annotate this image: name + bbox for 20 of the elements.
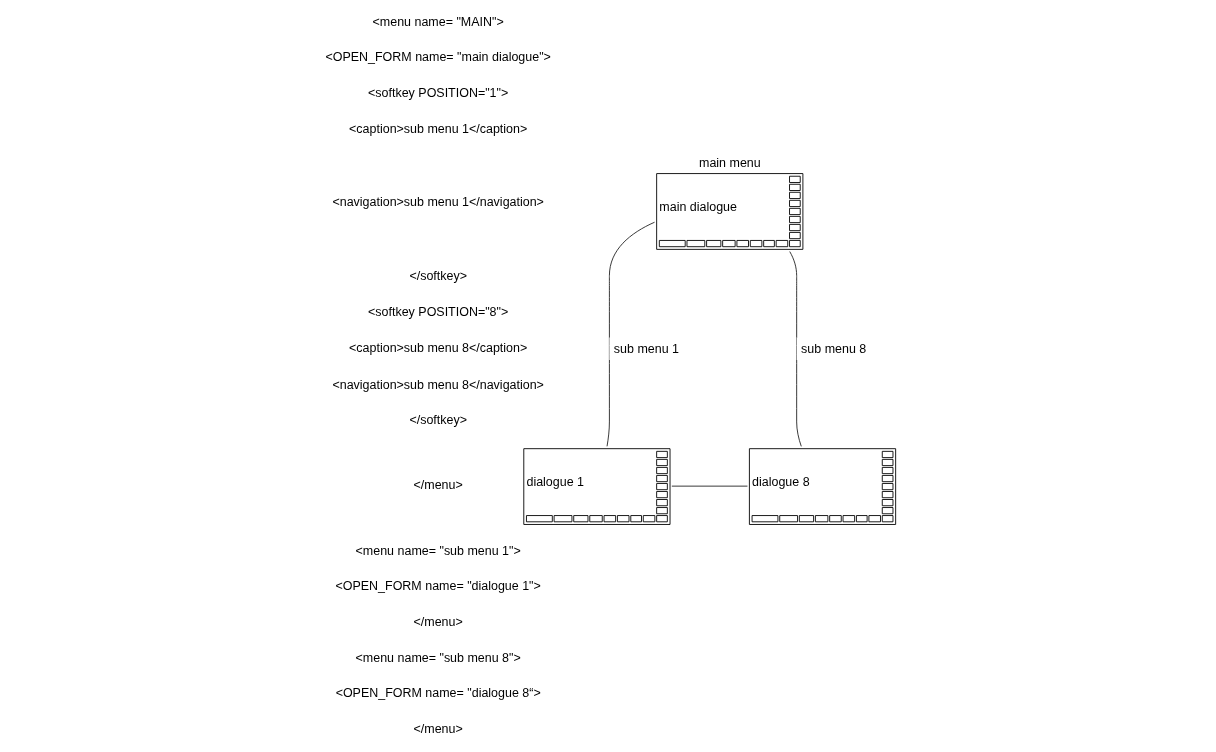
label: <OPEN_FORM name= "dialogue 8“> (335, 686, 541, 701)
label: </softkey> (408, 268, 467, 283)
label: <OPEN_FORM name= "main dialogue"> (324, 50, 551, 65)
node-label: main menu (698, 155, 761, 170)
label: </menu> (413, 721, 463, 736)
label: </menu> (413, 614, 463, 629)
edge-label: sub menu 8 (800, 341, 866, 356)
label: <softkey POSITION="1"> (367, 86, 508, 101)
label: <menu name= "sub menu 1"> (355, 543, 521, 558)
label: <menu name= "sub menu 8"> (355, 650, 521, 665)
label: </menu> (413, 478, 463, 493)
label: <caption>sub menu 1</caption> (348, 121, 527, 136)
label: <OPEN_FORM name= "dialogue 1"> (335, 579, 541, 594)
label: <navigation>sub menu 8</navigation> (331, 377, 544, 392)
label: </softkey> (408, 413, 467, 428)
label: <menu name= "MAIN"> (372, 14, 504, 29)
label: <caption>sub menu 8</caption> (348, 341, 527, 356)
label: <softkey POSITION="8"> (367, 304, 508, 319)
label: <navigation>sub menu 1</navigation> (331, 195, 544, 210)
edge-label: sub menu 1 (613, 341, 679, 356)
